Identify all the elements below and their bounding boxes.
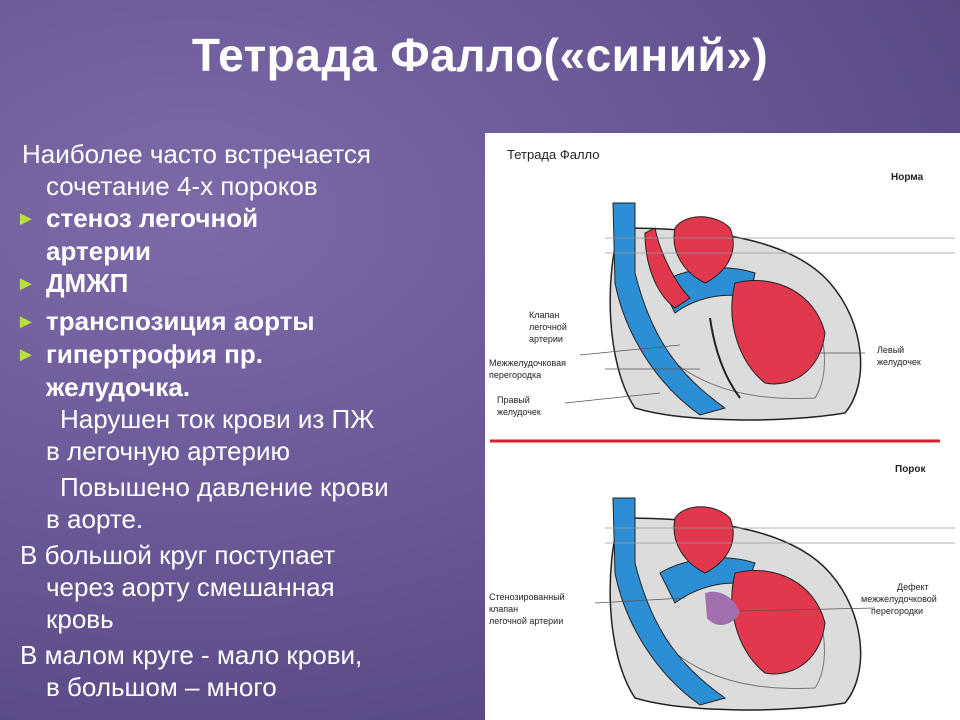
- slide-title: Тетрада Фалло(«синий»): [191, 29, 769, 81]
- para-line: через аорту смешанная: [46, 572, 335, 602]
- bullet-text: гипертрофия пр.: [46, 339, 263, 369]
- right-ventricle-label-1: Правый: [497, 395, 530, 405]
- vsd-label-3: перегородки: [871, 606, 923, 616]
- defect-label: Порок: [895, 464, 927, 475]
- left-ventricle-label-1: Левый: [877, 345, 904, 355]
- diagram-title: Тетрада Фалло: [507, 147, 600, 162]
- bullet-item: ► транспозиция аорты: [16, 305, 476, 338]
- left-ventricle-label-2: желудочек: [877, 357, 921, 367]
- vsd-label-2: межжелудочковой: [861, 594, 937, 604]
- normal-heart-illustration: [564, 202, 955, 421]
- valve-label-2: легочной: [529, 322, 567, 332]
- bullet-text: транспозиция аорты: [46, 306, 315, 336]
- para-line: в легочную артерию: [46, 436, 291, 466]
- bullet-text: ДМЖП: [46, 268, 129, 298]
- stenosis-label-1: Стенозированный: [489, 592, 565, 602]
- bullet-arrow-icon: ►: [16, 311, 36, 333]
- text-block: Наиболее часто встречается сочетание 4-х…: [16, 138, 476, 703]
- heart-diagram-panel: Тетрада Фалло Норма Порок: [485, 133, 960, 720]
- stenosis-label-2: клапан: [489, 604, 518, 614]
- bullet-item: ► гипертрофия пр. желудочка.: [16, 338, 476, 403]
- septum-label-1: Межжелудочковая: [489, 358, 566, 368]
- para-line: В большой круг поступает: [20, 540, 336, 570]
- stenosis-label-3: легочной артерии: [489, 616, 563, 626]
- vsd-label-1: Дефект: [897, 582, 929, 592]
- normal-label: Норма: [891, 172, 924, 183]
- heart-diagram: Тетрада Фалло Норма Порок: [489, 147, 955, 711]
- septum-label-2: перегородка: [489, 370, 541, 380]
- bullet-arrow-icon: ►: [16, 273, 36, 295]
- para-line: Повышено давление крови: [60, 472, 389, 502]
- valve-label-1: Клапан: [529, 310, 559, 320]
- valve-label-3: артерии: [529, 334, 563, 344]
- para-line: в аорте.: [46, 504, 144, 534]
- bullet-item: ► стеноз легочной артерии: [16, 202, 476, 267]
- para-line: Нарушен ток крови из ПЖ: [60, 404, 375, 434]
- bullet-arrow-icon: ►: [16, 344, 36, 366]
- bullet-item: ► ДМЖП: [16, 267, 476, 300]
- intro-line-2: сочетание 4-х пороков: [46, 171, 318, 201]
- bullet-text: артерии: [46, 236, 152, 266]
- right-ventricle-label-2: желудочек: [497, 407, 541, 417]
- para-line: в большом – много: [46, 672, 277, 702]
- bullet-text: желудочка.: [46, 372, 191, 402]
- para-line: кровь: [46, 604, 114, 634]
- defect-heart-illustration: [594, 497, 955, 711]
- bullet-text: стеноз легочной: [46, 203, 259, 233]
- para-line: В малом круге - мало крови,: [20, 640, 363, 670]
- bullet-arrow-icon: ►: [16, 208, 36, 230]
- intro-line-1: Наиболее часто встречается: [22, 139, 371, 169]
